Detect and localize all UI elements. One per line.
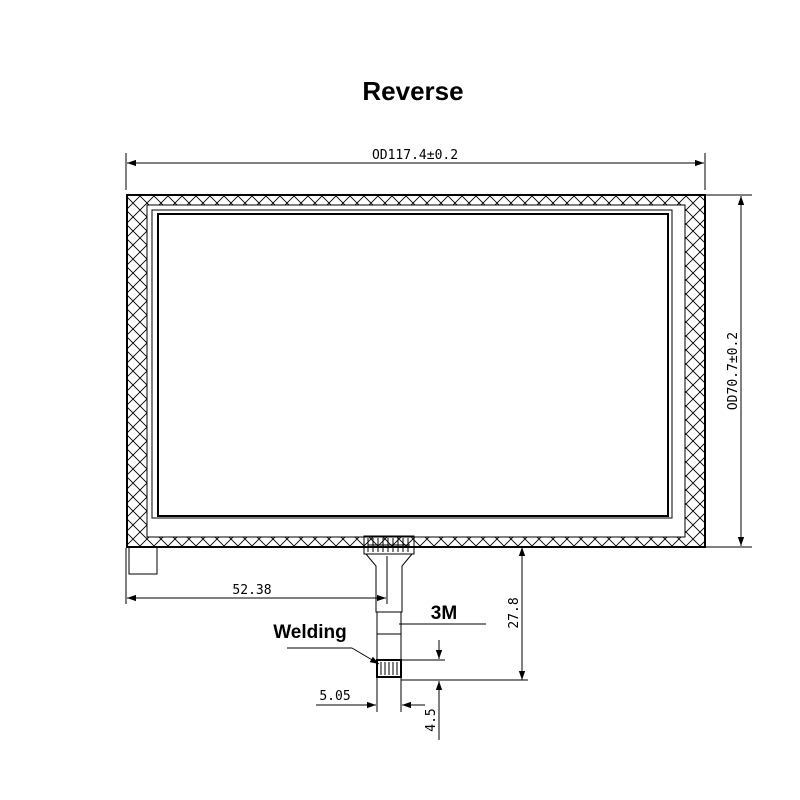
left-offset-dimension: 52.38: [125, 548, 388, 604]
tail-length-dimension: 27.8: [401, 547, 528, 681]
tail-length-label: 27.8: [507, 597, 522, 628]
width-dimension-label: OD117.4±0.2: [372, 148, 458, 163]
width-dimension: OD117.4±0.2: [125, 148, 706, 190]
tape-callout: 3M: [399, 603, 486, 625]
corner-tab: [128, 547, 158, 575]
tail-width-label: 5.05: [319, 689, 350, 704]
height-dimension: OD70.7±0.2: [706, 194, 752, 548]
view-area: [157, 213, 669, 517]
tape-label: 3M: [431, 603, 457, 624]
active-area-outline: [151, 209, 673, 519]
height-dimension-label: OD70.7±0.2: [726, 332, 741, 410]
drawing-title: Reverse: [362, 76, 463, 106]
welding-label: Welding: [273, 622, 347, 643]
left-offset-label: 52.38: [232, 583, 271, 598]
welding-pads: [376, 659, 402, 678]
tail-width-dimension: 5.05: [316, 677, 425, 712]
panel-body: [126, 194, 706, 548]
welding-callout: Welding: [273, 622, 380, 665]
stiffener-3m-tape: [376, 611, 402, 635]
welding-length-dimension: 4.5: [401, 640, 445, 740]
welding-length-label: 4.5: [424, 708, 439, 731]
flex-cable: [363, 535, 415, 678]
